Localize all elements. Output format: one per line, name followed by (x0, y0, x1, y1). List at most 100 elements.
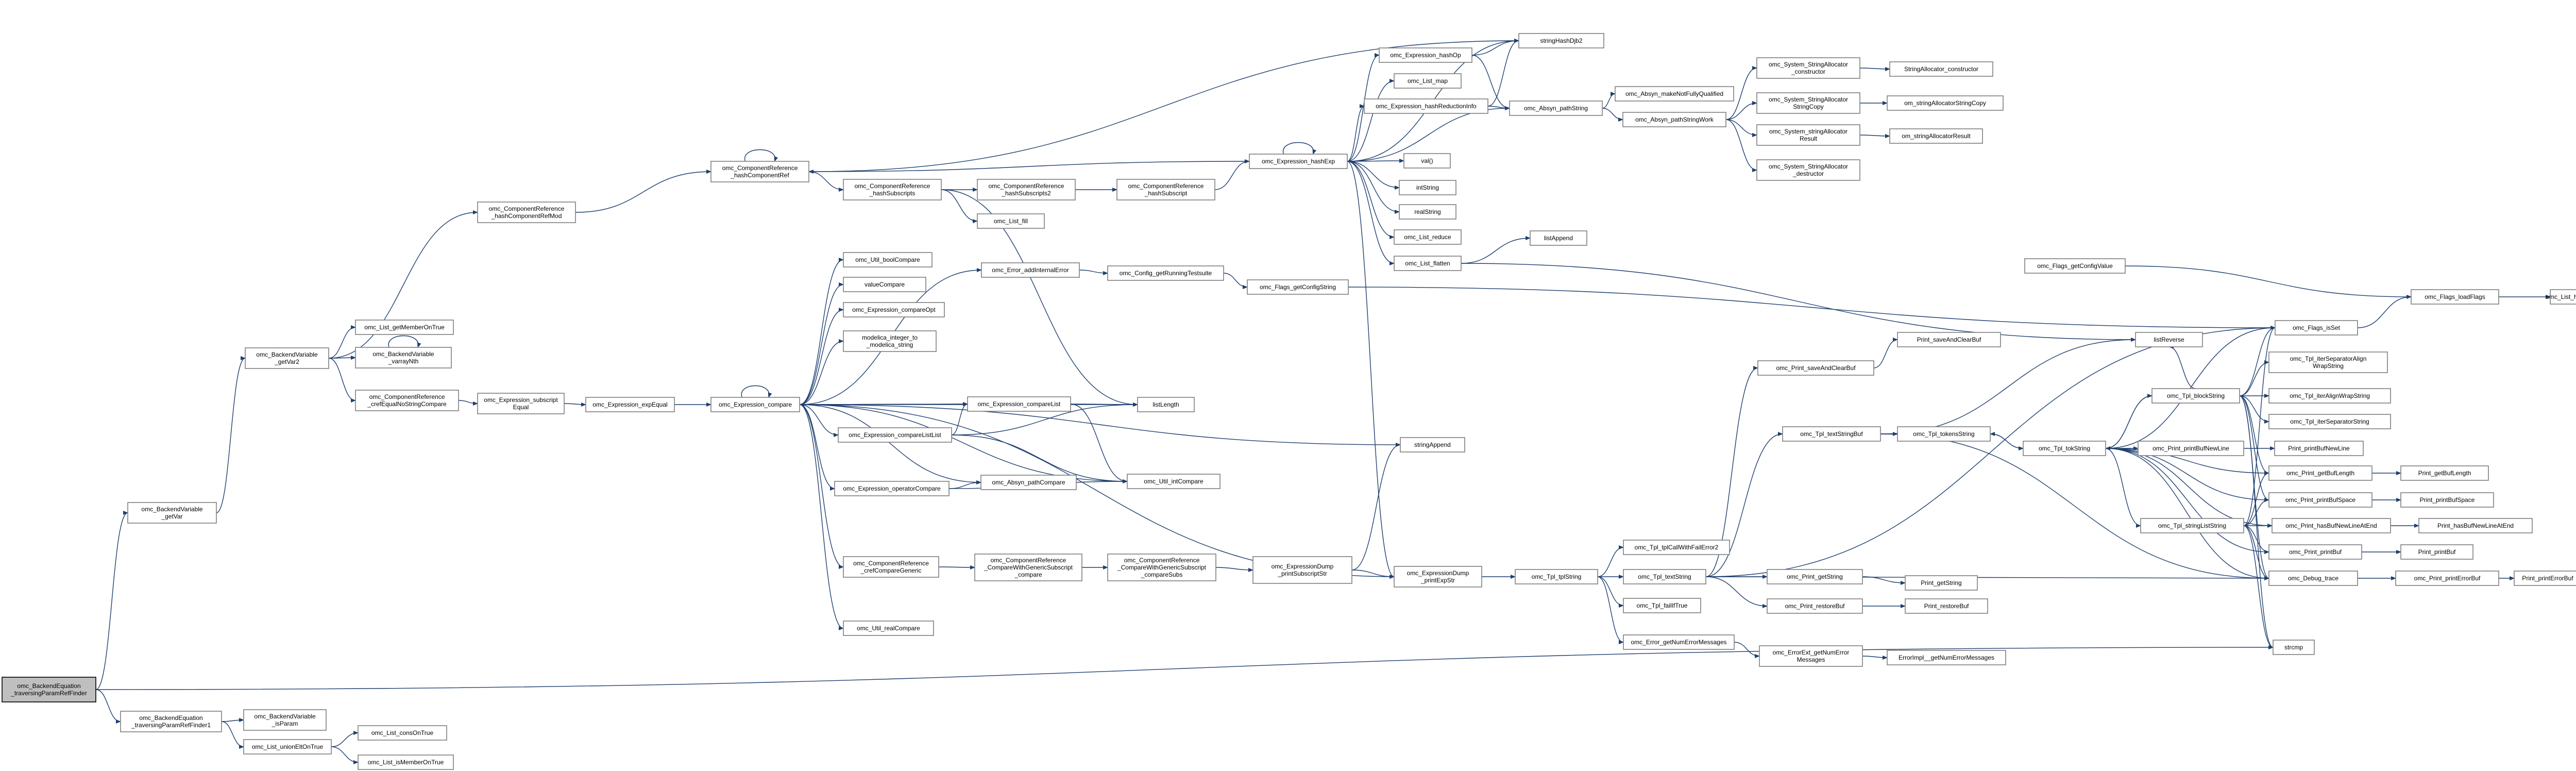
node-printHasBufNewLineExt[interactable]: Print_hasBufNewLineAtEnd (2418, 518, 2533, 533)
node-listUnionElt[interactable]: omc_List_unionEltOnTrue (243, 739, 332, 755)
node-bvVarNth[interactable]: omc_BackendVariable_varrayNth (355, 347, 452, 368)
node-exprCompare[interactable]: omc_Expression_compare (710, 397, 800, 412)
node-ssaCtorExt[interactable]: StringAllocator_constructor (1889, 61, 1993, 77)
node-crCompareSubscript[interactable]: omc_ComponentReference_CompareWithGeneri… (974, 554, 1082, 581)
node-flagsIsSet[interactable]: omc_Flags_isSet (2275, 320, 2358, 336)
node-utilRealCompare[interactable]: omc_Util_realCompare (843, 621, 934, 636)
node-exprCompareOpt[interactable]: omc_Expression_compareOpt (843, 302, 945, 317)
node-omStringCopy[interactable]: om_stringAllocatorStringCopy (1887, 95, 2004, 111)
node-printSaveAndClearExt[interactable]: Print_saveAndClearBuf (1897, 332, 2001, 347)
node-crHashSubsHelper[interactable]: omc_ComponentReference_hashSubscripts2 (977, 179, 1076, 200)
node-crCrefEqualNoStr[interactable]: omc_ComponentReference_crefEqualNoString… (355, 390, 459, 411)
node-tplTokString[interactable]: omc_Tpl_tokString (2023, 441, 2106, 456)
node-listFill[interactable]: omc_List_fill (977, 213, 1045, 229)
node-listFlatten[interactable]: omc_List_flatten (1394, 256, 1462, 271)
node-utilIntCompare[interactable]: omc_Util_intCompare (1127, 474, 1221, 489)
node-ssaDestructor[interactable]: omc_System_StringAllocator_destructor (1756, 159, 1860, 181)
node-flagsGetConfigValue[interactable]: omc_Flags_getConfigValue (2024, 258, 2126, 274)
node-bvGetVar[interactable]: omc_BackendVariable_getVar (127, 502, 217, 524)
node-tplTokensString[interactable]: omc_Tpl_tokensString (1897, 426, 1991, 442)
node-valStr[interactable]: val() (1403, 153, 1451, 169)
node-exprHashExp[interactable]: omc_Expression_hashExp (1249, 154, 1348, 169)
node-listLength[interactable]: listLength (1137, 397, 1195, 412)
node-beTravHelper[interactable]: omc_BackendEquation_traversingParamRefFi… (120, 711, 222, 732)
node-tplTextStringBuf[interactable]: omc_Tpl_textStringBuf (1782, 426, 1881, 442)
node-tplStringListString[interactable]: omc_Tpl_stringListString (2140, 518, 2244, 533)
node-valueCompare[interactable]: valueCompare (843, 277, 926, 292)
node-crCrefCompareGeneric[interactable]: omc_ComponentReference_crefCompareGeneri… (843, 556, 939, 578)
node-printGetStringExt[interactable]: Print_getString (1905, 575, 1978, 591)
node-exprCompareListList[interactable]: omc_Expression_compareListList (838, 427, 952, 443)
node-stringAppend[interactable]: stringAppend (1400, 437, 1465, 452)
node-absynPathStringWork[interactable]: omc_Absyn_pathStringWork (1622, 112, 1726, 127)
node-tplIterSep[interactable]: omc_Tpl_iterSeparatorString (2268, 414, 2391, 429)
node-crHashComp[interactable]: omc_ComponentReference_hashComponentRef (710, 161, 809, 182)
node-crHashFirst[interactable]: omc_ComponentReference_hashComponentRefM… (477, 202, 576, 223)
node-tplFailIfTrue[interactable]: omc_Tpl_failIfTrue (1623, 598, 1701, 613)
node-edPrintExp[interactable]: omc_ExpressionDump_printExpStr (1394, 566, 1482, 588)
node-flagsLoadFlags[interactable]: omc_Flags_loadFlags (2411, 289, 2499, 305)
node-tplTplString[interactable]: omc_Tpl_tplString (1515, 569, 1598, 584)
node-realString[interactable]: realString (1399, 204, 1456, 220)
node-exprHashReduction[interactable]: omc_Expression_hashReductionInfo (1364, 98, 1488, 114)
node-listHead[interactable]: omc_List_hdel (2546, 289, 2576, 305)
node-printPrintBuf[interactable]: omc_Print_printBuf (2268, 544, 2362, 560)
node-crHashSubs[interactable]: omc_ComponentReference_hashSubscripts (843, 179, 942, 200)
node-listAppend[interactable]: listAppend (1530, 230, 1587, 246)
node-listReverse[interactable]: listReverse (2135, 332, 2203, 347)
node-tplBlockString[interactable]: omc_Tpl_blockString (2151, 388, 2240, 404)
node-intString[interactable]: intString (1399, 180, 1456, 195)
node-errorAddInternal[interactable]: omc_Error_addInternalError (981, 262, 1080, 278)
node-listGetMember[interactable]: omc_List_getMemberOnTrue (355, 320, 454, 335)
node-absynMakeNotFQ[interactable]: omc_Absyn_makeNotFullyQualified (1615, 86, 1734, 102)
node-tplIterAlignWrap[interactable]: omc_Tpl_iterAlignWrapString (2268, 388, 2391, 404)
node-printGetBufLength[interactable]: omc_Print_getBufLength (2268, 465, 2372, 481)
node-utilBoolCompare[interactable]: omc_Util_boolCompare (843, 252, 933, 267)
node-printPrintErrorBuf[interactable]: omc_Print_printErrorBuf (2395, 571, 2499, 586)
node-strcmp[interactable]: strcmp (2273, 640, 2315, 655)
node-printPrintErrorBufExt[interactable]: Print_printErrorBuf (2514, 571, 2576, 586)
node-printGetBufLengthExt[interactable]: Print_getBufLength (2400, 465, 2489, 481)
node-printRestoreBuf[interactable]: omc_Print_restoreBuf (1767, 598, 1863, 614)
node-errorExtGetNum[interactable]: omc_ErrorExt_getNumErrorMessages (1759, 645, 1863, 667)
node-edPrintSubscript[interactable]: omc_ExpressionDump_printSubscriptStr (1252, 556, 1352, 584)
node-modelicaIntString[interactable]: modelica_integer_to_modelica_string (843, 330, 937, 352)
node-ssaResult[interactable]: omc_System_stringAllocatorResult (1756, 124, 1860, 146)
node-printSaveAndClear[interactable]: omc_Print_saveAndClearBuf (1757, 360, 1874, 376)
node-bvGetVar2[interactable]: omc_BackendVariable_getVar2 (245, 347, 329, 369)
node-omResult[interactable]: om_stringAllocatorResult (1889, 128, 1983, 144)
node-listReduce[interactable]: omc_List_reduce (1394, 229, 1462, 245)
node-printPrintBufNewLineExt[interactable]: Print_printBufNewLine (2274, 441, 2364, 456)
node-errorImplGetNum[interactable]: ErrorImpl__getNumErrorMessages (1887, 650, 2006, 665)
node-printHasBufNewLine[interactable]: omc_Print_hasBufNewLineAtEnd (2272, 518, 2391, 533)
node-printRestoreBufExt[interactable]: Print_restoreBuf (1905, 598, 1988, 614)
node-exprHashOp[interactable]: omc_Expression_hashOp (1379, 47, 1472, 63)
node-exprOperatorCompare[interactable]: omc_Expression_operatorCompare (834, 481, 950, 496)
node-printPrintBufNewLine[interactable]: omc_Print_printBufNewLine (2138, 441, 2244, 456)
node-flagsGetConfigString[interactable]: omc_Flags_getConfigString (1247, 279, 1349, 295)
node-crHashSub[interactable]: omc_ComponentReference_hashSubscript (1116, 179, 1215, 200)
node-listMap[interactable]: omc_List_map (1394, 73, 1462, 89)
node-listIsMemberOnTrue[interactable]: omc_List_isMemberOnTrue (358, 755, 454, 770)
node-errorGetNumMsgs[interactable]: omc_Error_getNumErrorMessages (1623, 634, 1735, 650)
node-configGetRunningTests[interactable]: omc_Config_getRunningTestsuite (1107, 265, 1224, 281)
node-listConsOnTrue[interactable]: omc_List_consOnTrue (358, 725, 447, 741)
node-debugTrace[interactable]: omc_Debug_trace (2268, 571, 2358, 586)
node-ssaConstructor[interactable]: omc_System_StringAllocator_constructor (1756, 57, 1860, 79)
node-printPrintBufSpaceExt[interactable]: Print_printBufSpace (2400, 492, 2494, 508)
node-absynPathCompare[interactable]: omc_Absyn_pathCompare (980, 475, 1077, 490)
node-absynPathString[interactable]: omc_Absyn_pathString (1509, 100, 1603, 116)
node-bvIsParam[interactable]: omc_BackendVariable_isParam (243, 709, 327, 731)
node-tplTextString[interactable]: omc_Tpl_textString (1623, 569, 1706, 584)
node-tplCallWithFail[interactable]: omc_Tpl_tplCallWithFailError2 (1623, 540, 1730, 555)
node-root[interactable]: omc_BackendEquation_traversingParamRefFi… (2, 677, 96, 702)
node-exprExpEqual[interactable]: omc_Expression_expEqual (585, 397, 675, 412)
node-printPrintBufExt[interactable]: Print_printBuf (2400, 544, 2473, 560)
node-printPrintBufSpace[interactable]: omc_Print_printBufSpace (2268, 492, 2372, 508)
node-printGetString[interactable]: omc_Print_getString (1767, 569, 1863, 584)
node-exprCompareList[interactable]: omc_Expression_compareList (967, 396, 1071, 412)
node-stringHashDjb2[interactable]: stringHashDjb2 (1518, 33, 1604, 48)
